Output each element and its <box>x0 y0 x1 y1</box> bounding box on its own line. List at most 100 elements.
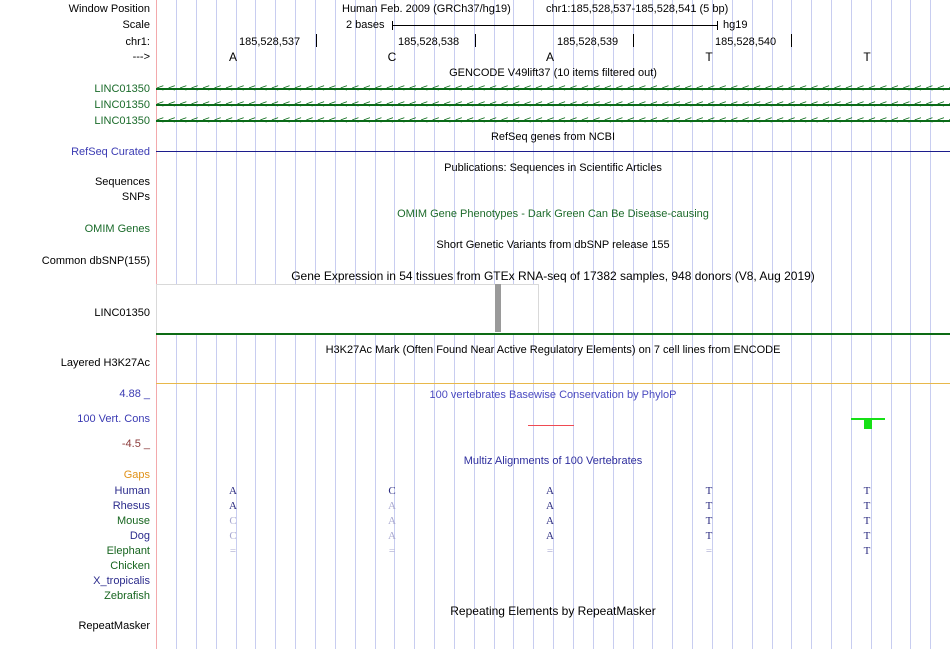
ruler-coord: 185,528,539 <box>557 36 619 48</box>
conservation-min-value: -4.5 _ <box>121 438 150 450</box>
multiz-species-label-elephant[interactable]: Elephant <box>106 545 150 557</box>
ruler-tick <box>633 34 634 47</box>
multiz-base: T <box>863 515 871 527</box>
multiz-base: A <box>546 530 554 542</box>
gtex-expression-bar[interactable] <box>495 284 501 332</box>
multiz-base: C <box>229 530 237 542</box>
gridline <box>791 0 792 649</box>
ruler-tick <box>475 34 476 47</box>
gene-strand-arrows: <<<<<<<<<<<<<<<<<<<<<<<<<<<<<<<<<<<<<<<<… <box>156 83 950 94</box>
multiz-species-label-chicken[interactable]: Chicken <box>110 560 150 572</box>
gene-line <box>156 120 950 122</box>
multiz-base: T <box>705 530 713 542</box>
publications-track-title: Publications: Sequences in Scientific Ar… <box>444 162 662 174</box>
refseq-curated-label[interactable]: RefSeq Curated <box>71 146 150 158</box>
multiz-species-label-human[interactable]: Human <box>114 485 150 497</box>
conservation-max-value: 4.88 _ <box>119 388 150 400</box>
gene-row[interactable]: <<<<<<<<<<<<<<<<<<<<<<<<<<<<<<<<<<<<<<<<… <box>156 99 950 111</box>
assembly-db-label: hg19 <box>723 19 748 31</box>
gridline <box>573 0 574 649</box>
gene-row[interactable]: <<<<<<<<<<<<<<<<<<<<<<<<<<<<<<<<<<<<<<<<… <box>156 115 950 127</box>
dbsnp-track-title: Short Genetic Variants from dbSNP releas… <box>436 239 670 251</box>
gene-label-linc01350[interactable]: LINC01350 <box>94 83 150 95</box>
ruler-tick <box>791 34 792 47</box>
multiz-species-label-dog[interactable]: Dog <box>129 530 150 542</box>
multiz-base: T <box>705 500 713 512</box>
gridline <box>692 0 693 649</box>
ruler-base: C <box>387 50 397 64</box>
gridline <box>732 0 733 649</box>
gridline <box>593 0 594 649</box>
omim-genes-label[interactable]: OMIM Genes <box>84 223 150 235</box>
multiz-base: = <box>388 545 396 557</box>
scale-label: Scale <box>122 19 150 31</box>
h3k27ac-baseline <box>156 333 950 335</box>
multiz-base: A <box>546 515 554 527</box>
multiz-base: T <box>863 500 871 512</box>
window-position-label: Window Position <box>68 3 150 15</box>
snps-label[interactable]: SNPs <box>121 191 150 203</box>
gridline <box>672 0 673 649</box>
gtex-track-title: Gene Expression in 54 tissues from GTEx … <box>291 269 815 283</box>
multiz-track-title: Multiz Alignments of 100 Vertebrates <box>463 455 643 467</box>
layered-h3k27ac-label[interactable]: Layered H3K27Ac <box>60 357 150 369</box>
scale-bar-right-cap <box>717 21 718 30</box>
assembly-title: Human Feb. 2009 (GRCh37/hg19) <box>342 3 511 15</box>
gridline <box>752 0 753 649</box>
multiz-species-label-mouse[interactable]: Mouse <box>116 515 150 527</box>
multiz-base: = <box>229 545 237 557</box>
gene-strand-arrows: <<<<<<<<<<<<<<<<<<<<<<<<<<<<<<<<<<<<<<<<… <box>156 99 950 110</box>
gtex-gene-label[interactable]: LINC01350 <box>94 307 150 319</box>
gencode-track-title: GENCODE V49lift37 (10 items filtered out… <box>449 67 657 79</box>
ruler-base: T <box>705 50 713 64</box>
ruler-base: A <box>228 50 237 64</box>
multiz-base: A <box>229 500 237 512</box>
ruler-coord: 185,528,538 <box>398 36 460 48</box>
multiz-base: C <box>388 485 396 497</box>
ruler-base: T <box>863 50 871 64</box>
common-dbsnp-label[interactable]: Common dbSNP(155) <box>41 255 150 267</box>
multiz-base: = <box>705 545 713 557</box>
refseq-curated-line <box>156 151 950 152</box>
multiz-base: T <box>705 515 713 527</box>
gridline <box>891 0 892 649</box>
sequences-label[interactable]: Sequences <box>94 176 150 188</box>
position-text: chr1:185,528,537-185,528,541 (5 bp) <box>546 3 729 15</box>
multiz-base: = <box>546 545 554 557</box>
repeatmasker-label[interactable]: RepeatMasker <box>78 620 150 632</box>
gene-label-linc01350[interactable]: LINC01350 <box>94 115 150 127</box>
multiz-base: A <box>546 485 554 497</box>
multiz-base: T <box>863 485 871 497</box>
gridline <box>811 0 812 649</box>
multiz-species-label-zebrafish[interactable]: Zebrafish <box>104 590 150 602</box>
refseq-track-title: RefSeq genes from NCBI <box>490 131 616 143</box>
conservation-label[interactable]: 100 Vert. Cons <box>77 413 150 425</box>
gene-label-linc01350[interactable]: LINC01350 <box>94 99 150 111</box>
ruler-tick <box>316 34 317 47</box>
ruler-coord: 185,528,540 <box>715 36 777 48</box>
gaps-label[interactable]: Gaps <box>123 469 150 481</box>
gridline <box>910 0 911 649</box>
gridline <box>652 0 653 649</box>
gridline <box>772 0 773 649</box>
gtex-expression-panel[interactable] <box>156 284 539 334</box>
phylop-track-title: 100 vertebrates Basewise Conservation by… <box>429 389 677 401</box>
ruler-coord: 185,528,537 <box>239 36 301 48</box>
gene-row[interactable]: <<<<<<<<<<<<<<<<<<<<<<<<<<<<<<<<<<<<<<<<… <box>156 83 950 95</box>
conservation-positive-bar <box>864 418 872 429</box>
multiz-base: A <box>229 485 237 497</box>
gridline <box>851 0 852 649</box>
scale-bar-left-cap <box>392 21 393 30</box>
h3k27ac-track-title: H3K27Ac Mark (Often Found Near Active Re… <box>325 344 781 356</box>
multiz-base: T <box>863 545 871 557</box>
gridline <box>613 0 614 649</box>
gridline <box>930 0 931 649</box>
multiz-base: C <box>229 515 237 527</box>
gene-line <box>156 88 950 90</box>
multiz-species-label-rhesus[interactable]: Rhesus <box>112 500 150 512</box>
conservation-negative-bar <box>528 425 574 426</box>
omim-track-title: OMIM Gene Phenotypes - Dark Green Can Be… <box>397 208 709 220</box>
gridline <box>831 0 832 649</box>
multiz-species-label-x_tropicalis[interactable]: X_tropicalis <box>93 575 150 587</box>
